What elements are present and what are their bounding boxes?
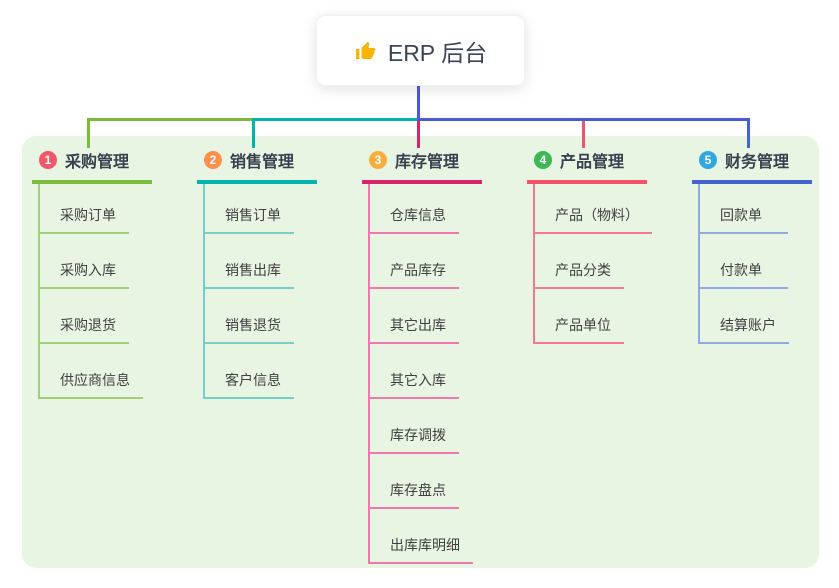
branch-5: 5 财务管理回款单付款单结算账户	[692, 148, 812, 344]
connector-line	[417, 84, 420, 121]
connector-line	[87, 121, 90, 148]
child-node[interactable]: 产品单位	[535, 289, 624, 344]
child-node[interactable]: 销售订单	[205, 184, 294, 234]
branch-priority-badge: 5	[699, 151, 717, 169]
branch-children: 产品（物料）产品分类产品单位	[533, 184, 652, 344]
child-node[interactable]: 其它出库	[370, 289, 459, 344]
branch-title: 财务管理	[725, 154, 790, 171]
branch-children: 采购订单采购入库采购退货供应商信息	[38, 184, 152, 399]
branches-panel	[22, 136, 819, 568]
child-node[interactable]: 销售出库	[205, 234, 294, 289]
child-node[interactable]: 其它入库	[370, 344, 459, 399]
child-node[interactable]: 采购退货	[40, 289, 129, 344]
branch-children: 回款单付款单结算账户	[698, 184, 812, 344]
child-node[interactable]: 产品分类	[535, 234, 624, 289]
branch-priority-badge: 1	[39, 151, 57, 169]
branch-1: 1 采购管理采购订单采购入库采购退货供应商信息	[32, 148, 152, 399]
connector-line	[87, 118, 255, 121]
branch-node[interactable]: 2 销售管理	[197, 148, 317, 184]
connector-line	[747, 121, 750, 148]
child-node[interactable]: 采购订单	[40, 184, 129, 234]
child-node[interactable]: 出库库明细	[370, 509, 473, 564]
branch-node[interactable]: 1 采购管理	[32, 148, 152, 184]
child-node[interactable]: 销售退货	[205, 289, 294, 344]
child-node[interactable]: 付款单	[700, 234, 788, 289]
branch-4: 4 产品管理产品（物料）产品分类产品单位	[527, 148, 652, 344]
child-node[interactable]: 产品库存	[370, 234, 459, 289]
child-node[interactable]: 采购入库	[40, 234, 129, 289]
branch-children: 仓库信息产品库存其它出库其它入库库存调拨库存盘点出库库明细	[368, 184, 482, 564]
connector-line	[417, 118, 750, 121]
root-title: ERP 后台	[387, 39, 488, 66]
child-node[interactable]: 供应商信息	[40, 344, 143, 399]
child-node[interactable]: 产品（物料）	[535, 184, 652, 234]
child-node[interactable]: 仓库信息	[370, 184, 459, 234]
branch-title: 销售管理	[230, 154, 295, 171]
child-node[interactable]: 客户信息	[205, 344, 294, 399]
child-node[interactable]: 库存调拨	[370, 399, 459, 454]
branch-priority-badge: 3	[369, 151, 387, 169]
root-node[interactable]: ERP 后台	[316, 15, 525, 86]
child-node[interactable]: 库存盘点	[370, 454, 459, 509]
connector-line	[417, 121, 420, 148]
branch-title: 采购管理	[65, 154, 130, 171]
connector-line	[252, 121, 255, 148]
branch-node[interactable]: 4 产品管理	[527, 148, 647, 184]
branch-2: 2 销售管理销售订单销售出库销售退货客户信息	[197, 148, 317, 399]
thumbs-up-icon	[354, 39, 378, 63]
branch-priority-badge: 4	[534, 151, 552, 169]
connector-line	[252, 118, 420, 121]
branch-title: 库存管理	[395, 154, 460, 171]
child-node[interactable]: 回款单	[700, 184, 788, 234]
branch-children: 销售订单销售出库销售退货客户信息	[203, 184, 317, 399]
branch-priority-badge: 2	[204, 151, 222, 169]
child-node[interactable]: 结算账户	[700, 289, 789, 344]
connector-line	[582, 121, 585, 148]
branch-title: 产品管理	[560, 154, 625, 171]
branch-node[interactable]: 3 库存管理	[362, 148, 482, 184]
branch-3: 3 库存管理仓库信息产品库存其它出库其它入库库存调拨库存盘点出库库明细	[362, 148, 482, 564]
branch-node[interactable]: 5 财务管理	[692, 148, 812, 184]
